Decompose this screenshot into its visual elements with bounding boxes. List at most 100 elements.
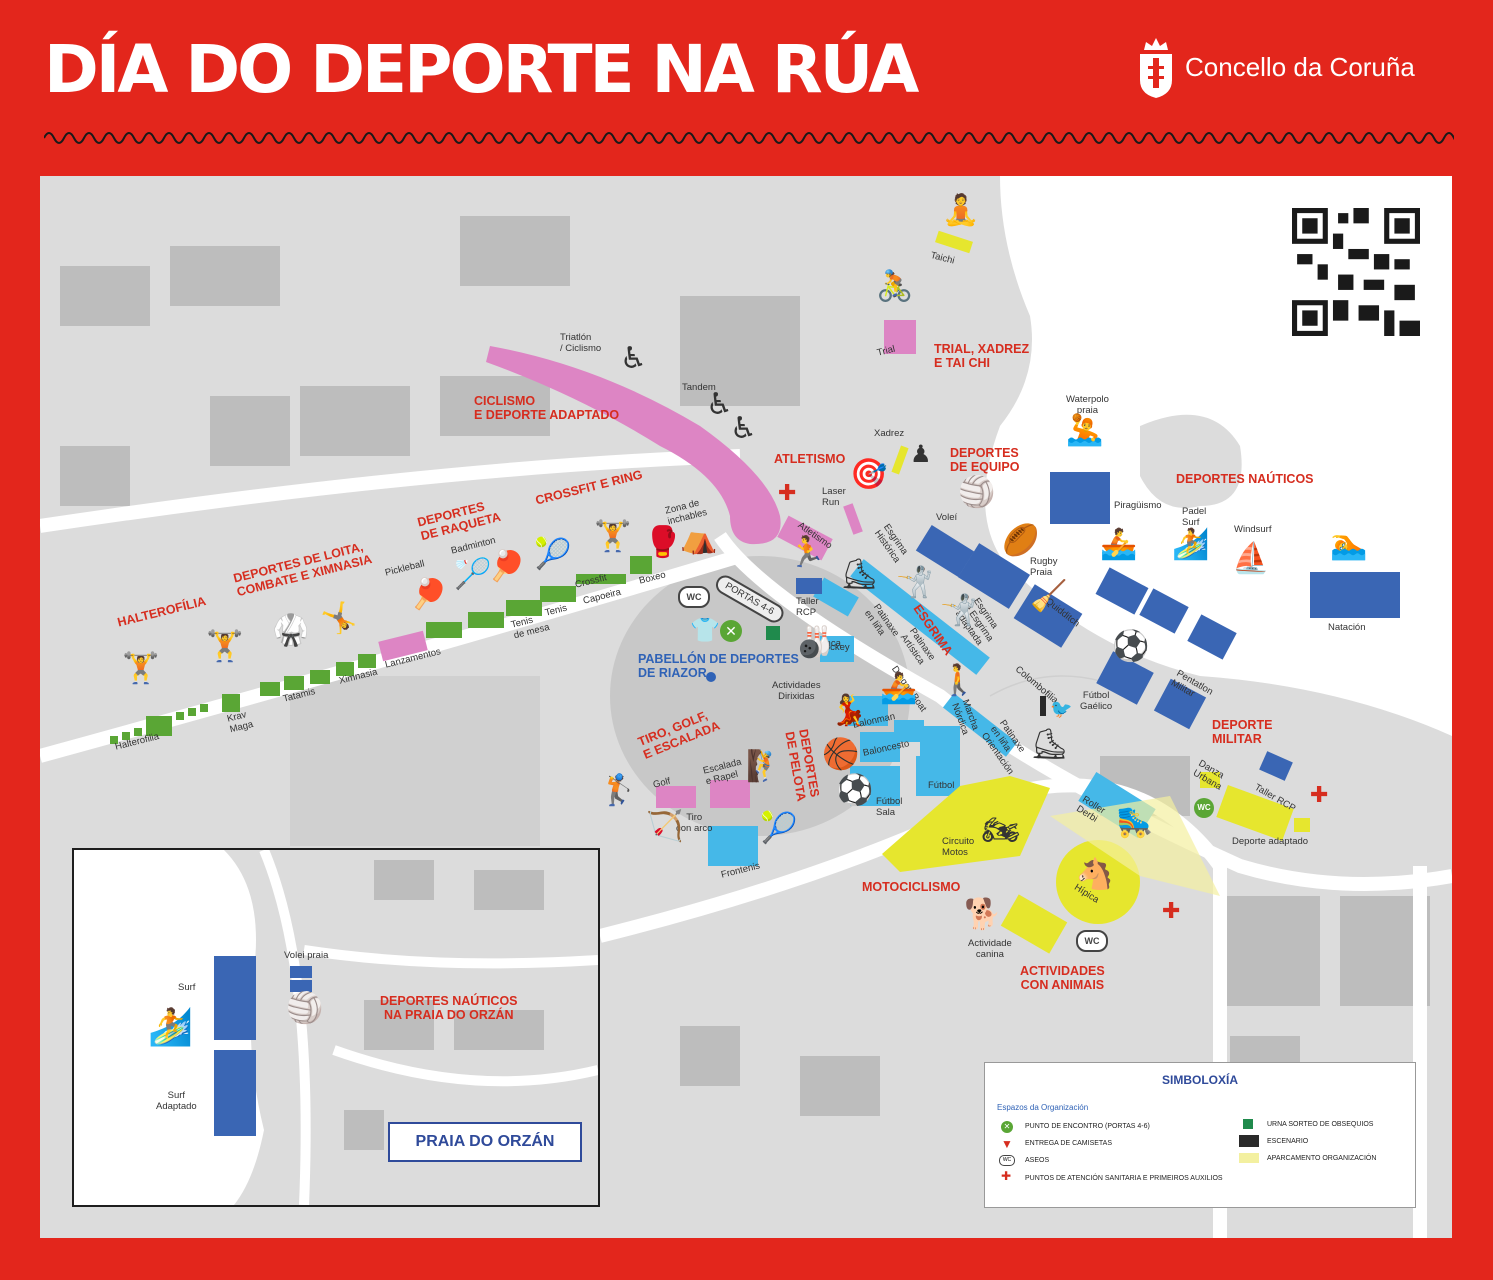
inset-label-volei-praia: Volei praia (284, 950, 329, 961)
label-laser-run: Laser Run (822, 486, 846, 508)
legend-title: SIMBOLOXÍA (1161, 1073, 1238, 1087)
petanque-icon: 🎳 (796, 626, 834, 659)
surf-icon: 🏄 (148, 1006, 193, 1047)
label-xadrez: Xadrez (874, 428, 905, 439)
label-actividade-canina: Actividade canina (968, 938, 1012, 960)
tennis-icon: 🎾 (534, 538, 572, 571)
dog-icon: 🐕 (964, 898, 1002, 931)
basketball-icon: 🏀 (822, 738, 860, 771)
label-actividades-dirixidas: Actividades Dirixidas (772, 680, 821, 702)
section-pabellon: PABELLÓN DE DEPORTES DE RIAZOR (638, 652, 799, 680)
skating-icon: ⛸ (840, 558, 879, 591)
wc-adapted-icon: WC (1194, 798, 1214, 818)
meeting-point-icon: ✕ (720, 620, 742, 642)
gymnastics-icon: 🤸 (320, 602, 358, 635)
pigeon-icon: 🐦 (1050, 699, 1073, 719)
label-piraguismo: Piragüismo (1114, 500, 1162, 511)
coat-of-arms-icon (1140, 38, 1172, 98)
label-taller-rcp: Taller RCP (796, 596, 819, 618)
pickleball-icon: 🏓 (410, 578, 448, 611)
wc-icon: WC (678, 586, 710, 608)
inset-title: DEPORTES NAÚTICOS NA PRAIA DO ORZÁN (380, 994, 518, 1022)
rugby-icon: 🏉 (1002, 524, 1040, 557)
label-futbol: Fútbol (928, 780, 955, 791)
climbing-icon: 🧗 (746, 750, 784, 783)
gaelic-football-icon: ⚽ (1112, 630, 1150, 663)
legend-item: PUNTO DE ENCONTRO (PORTAS 4-6) (1025, 1123, 1150, 1130)
wheelchair-icon: ♿ (730, 412, 757, 445)
first-aid-icon: ✚ (778, 480, 797, 505)
quidditch-icon: 🧹 (1030, 580, 1068, 613)
section-nauticos: DEPORTES NAÚTICOS (1176, 472, 1314, 486)
label-natacion: Natación (1328, 622, 1366, 633)
legend-item: URNA SORTEO DE OBSEQUIOS (1267, 1121, 1374, 1128)
stage-swatch (1239, 1135, 1259, 1147)
volleyball-icon: 🏐 (958, 476, 996, 509)
roller-derby-icon: 🛼 (1116, 806, 1154, 839)
wheelchair-icon: ♿ (620, 342, 647, 375)
legend-subtitle: Espazos da Organización (997, 1103, 1089, 1112)
legend-item: ASEOS (1025, 1157, 1050, 1164)
inset-label-surf: Surf (178, 982, 196, 993)
running-icon: 🏃 (788, 536, 826, 569)
label-tandem: Tandem (682, 382, 716, 393)
windsurf-icon: ⛵ (1232, 542, 1270, 575)
meeting-point-icon: ✕ (1001, 1121, 1013, 1133)
cycling-icon: 🚴 (876, 270, 914, 303)
golf-icon: 🏌 (600, 774, 638, 807)
label-circuito-motos: Circuito Motos (942, 836, 975, 858)
shooting-icon: 🎯 (850, 458, 888, 491)
section-motociclismo: MOTOCICLISMO (862, 880, 961, 894)
section-equipo: DEPORTES DE EQUIPO (950, 446, 1020, 474)
zigzag-divider (44, 132, 1454, 144)
label-padel-surf: Padel Surf (1182, 506, 1207, 528)
first-aid-icon: ✚ (1162, 898, 1181, 923)
label-futbol-gaelico: Fútbol Gaélico (1080, 690, 1113, 712)
label-petanca: Petanca (806, 638, 841, 649)
legend-item: ESCENARIO (1267, 1138, 1309, 1145)
waterpolo-icon: 🤽 (1066, 414, 1104, 447)
label-hockey: Hockey (818, 642, 850, 653)
label-triatlon: Triatlón / Ciclismo (560, 332, 602, 354)
taichi-icon: 🧘 (942, 194, 980, 227)
section-ciclismo: CICLISMO E DEPORTE ADAPTADO (474, 394, 620, 422)
archery-icon: 🏹 (646, 810, 684, 843)
volleyball-icon: 🏐 (286, 992, 324, 1025)
legend-item: APARCAMENTO ORGANIZACIÓN (1267, 1155, 1377, 1162)
inset-base (74, 850, 598, 1205)
orzan-inset-map: Surf Surf Adaptado Volei praia DEPORTES … (72, 848, 600, 1207)
wc-icon: WC (1076, 930, 1108, 952)
legend-item: ENTREGA DE CAMISETAS (1025, 1140, 1112, 1147)
aerobics-icon: 💃 (830, 694, 868, 727)
wheelchair-icon: ♿ (706, 388, 733, 421)
fencing-icon: 🤺 (940, 594, 978, 627)
walking-icon: 🚶 (940, 664, 978, 697)
first-aid-icon: ✚ (1001, 1169, 1012, 1183)
frontenis-icon: 🎾 (760, 812, 798, 845)
inset-place-label: PRAIA DO ORZÁN (388, 1122, 582, 1162)
martial-arts-icon: 🥋 (272, 614, 310, 647)
boxing-icon: 🥊 (644, 526, 682, 559)
badminton-icon: 🏸 (454, 558, 492, 591)
chess-icon: ♟ (910, 441, 932, 468)
label-futbol-sala: Fútbol Sala (876, 796, 903, 818)
parking-swatch (1239, 1153, 1259, 1163)
tshirt-icon: ▼ (1001, 1137, 1013, 1151)
fencing-icon: 🤺 (896, 566, 934, 599)
qr-code[interactable] (1292, 208, 1420, 336)
section-atletismo: ATLETISMO (774, 452, 846, 466)
section-militar: DEPORTE MILITAR (1212, 718, 1273, 746)
dragon-boat-icon: 🚣 (880, 672, 918, 705)
page-title: DÍA DO DEPORTE NA RÚA (44, 31, 919, 108)
skating-icon: ⛸ (1030, 728, 1069, 761)
brand-name: Concello da Coruña (1185, 52, 1415, 82)
tshirt-icon: 👕 (690, 617, 720, 644)
pabellon-marker (706, 672, 716, 682)
label-windsurf: Windsurf (1234, 524, 1272, 535)
label-deporte-adaptado: Deporte adaptado (1232, 836, 1309, 847)
bouncy-castle-icon: ⛺ (680, 522, 718, 555)
crossfit-icon: 🏋 (594, 520, 632, 553)
kayak-icon: 🚣 (1100, 528, 1138, 561)
green-zones (110, 556, 652, 744)
horse-icon: 🐴 (1076, 858, 1114, 891)
